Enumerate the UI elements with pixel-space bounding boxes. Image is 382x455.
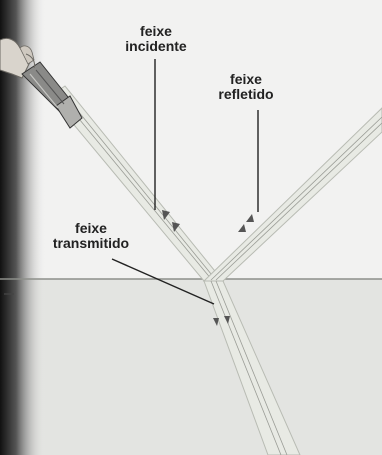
water-region (0, 279, 382, 455)
incident-label-line-1: feixe (116, 24, 196, 39)
incident-beam-label: feixe incidente (116, 24, 196, 54)
reflected-label-line-1: feixe (206, 72, 286, 87)
reflected-beam (204, 108, 382, 281)
transmitted-beam-label: feixe transmitido (46, 221, 136, 251)
reflected-label-line-2: refletido (206, 87, 286, 102)
transmitted-label-line-1: feixe (46, 221, 136, 236)
incident-label-line-2: incidente (116, 39, 196, 54)
reflected-arrow-1 (246, 214, 254, 222)
transmitted-label-line-2: transmitido (46, 236, 136, 251)
reflected-arrow-2 (238, 224, 246, 232)
reflected-beam-label: feixe refletido (206, 72, 286, 102)
